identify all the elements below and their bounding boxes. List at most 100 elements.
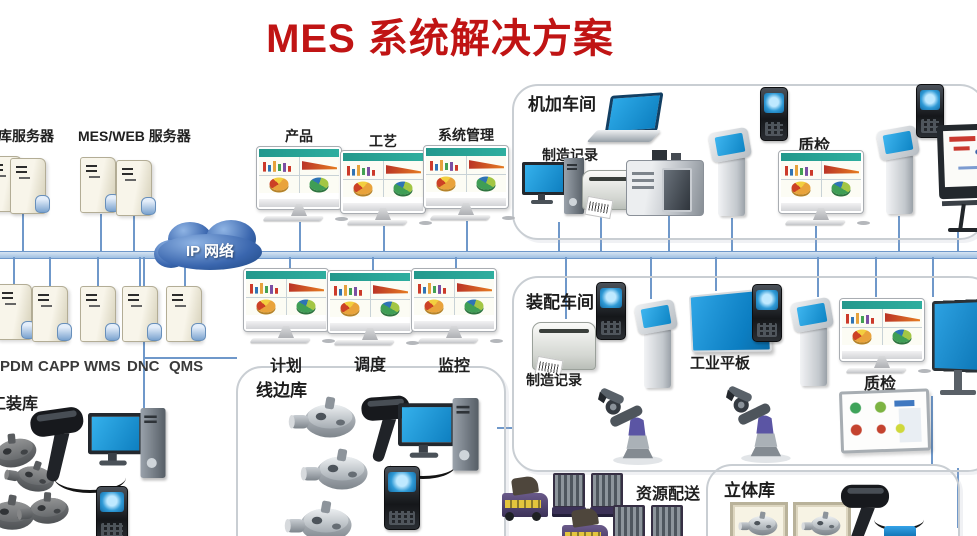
page-title: MES 系统解决方案	[266, 17, 614, 61]
db-server-label: 库服务器	[0, 128, 54, 144]
robot-arm-icon	[726, 384, 802, 464]
assembly-qc-label: 质检	[864, 376, 897, 393]
machining-record-label: 制造记录	[542, 147, 598, 163]
mouse-icon	[406, 341, 419, 345]
connector-line	[22, 212, 24, 251]
connector-line	[898, 216, 900, 251]
area-chart	[821, 161, 861, 179]
handheld-pda	[752, 284, 782, 342]
zone-assembly-title: 装配车间	[526, 293, 594, 312]
pie-chart	[831, 181, 851, 195]
connector-line	[668, 216, 670, 251]
pie-chart	[436, 176, 456, 190]
tool-part-icon	[14, 487, 74, 531]
pie-chart	[393, 181, 413, 195]
monitor-monitoring	[411, 268, 503, 346]
zone-tooling-title: 工装库	[0, 396, 39, 413]
network-bus-line	[0, 251, 977, 259]
connector-line	[97, 257, 99, 287]
connector-line	[957, 232, 959, 251]
connector-line	[715, 257, 717, 291]
pie-chart	[892, 329, 912, 343]
kiosk-terminal	[707, 126, 754, 218]
connector-line	[466, 221, 468, 251]
bar-chart	[246, 279, 286, 297]
server-icon	[0, 284, 36, 340]
zone-stereo-box	[706, 464, 960, 536]
connector-line	[13, 257, 15, 287]
mouse-icon	[335, 217, 348, 221]
bar-chart	[343, 161, 383, 179]
connector-line	[133, 216, 135, 251]
laptop-icon	[586, 92, 664, 144]
industrial-tablet-label: 工业平板	[690, 355, 751, 372]
workstation-pc	[522, 158, 584, 222]
server-icon	[122, 286, 162, 342]
server-icon	[80, 157, 120, 213]
area-chart	[286, 279, 326, 297]
pie-chart	[476, 176, 496, 190]
cnc-machine-icon	[626, 150, 704, 216]
server-label-qms: QMS	[169, 358, 204, 375]
qc-dashboard-tablet	[838, 388, 932, 454]
monitor-label-monitoring: 监控	[437, 358, 470, 375]
area-chart	[882, 309, 922, 327]
connector-line	[143, 357, 237, 359]
zone-assembly-box	[512, 276, 977, 472]
monitor-label-process: 工艺	[369, 133, 397, 149]
mouse-icon	[918, 369, 931, 373]
bar-chart	[259, 157, 299, 175]
pie-chart	[256, 299, 276, 313]
scanner-cable	[54, 462, 126, 493]
qc-monitor	[778, 150, 870, 228]
kiosk-terminal	[789, 296, 836, 388]
server-label-wms: WMS	[84, 358, 121, 375]
connector-line	[565, 257, 567, 319]
ip-network-cloud: IP 网络	[154, 220, 266, 274]
connector-line	[600, 212, 602, 251]
agv-robot-icon	[570, 507, 600, 528]
zone-stereo-title: 立体库	[724, 481, 775, 500]
connector-line	[139, 257, 141, 287]
server-icon	[116, 160, 156, 216]
pie-chart	[340, 301, 360, 315]
cloud-label: IP 网络	[185, 243, 235, 260]
area-chart	[454, 279, 494, 297]
server-icon	[80, 286, 120, 342]
stereo-shelf	[730, 502, 851, 536]
connector-line	[299, 222, 301, 251]
zone-machining-box	[512, 84, 977, 240]
scanner-cable	[390, 450, 456, 479]
connector-line	[455, 257, 457, 270]
server-icon	[10, 158, 50, 214]
pie-chart	[380, 301, 400, 315]
server-label-dnc: DNC	[127, 358, 160, 375]
bar-chart	[781, 161, 821, 179]
tooling-pc	[88, 408, 166, 488]
bar-chart	[414, 279, 454, 297]
pie-chart	[852, 329, 872, 343]
server-icon	[166, 286, 206, 342]
label-printer-icon	[532, 322, 596, 370]
area-chart	[299, 157, 339, 175]
connector-line	[49, 257, 51, 287]
connector-line	[289, 257, 291, 270]
mouse-icon	[502, 216, 515, 220]
pie-chart	[424, 299, 444, 313]
connector-line	[383, 226, 385, 251]
monitor-product	[256, 146, 348, 224]
monitor-dispatch	[327, 270, 419, 348]
connector-line	[372, 257, 374, 271]
pie-chart	[353, 181, 373, 195]
agv-robot-icon	[510, 475, 540, 496]
robot-arm-icon	[598, 386, 674, 466]
bar-chart	[842, 309, 882, 327]
handheld-pda	[596, 282, 626, 340]
handheld-pda	[384, 466, 420, 530]
connector-line	[184, 257, 186, 287]
bar-chart	[330, 281, 370, 299]
pie-chart	[791, 181, 811, 195]
zone-lineside-box	[236, 366, 506, 536]
mes-web-server-label: MES/WEB 服务器	[78, 128, 191, 144]
lineside-pc	[398, 398, 479, 481]
